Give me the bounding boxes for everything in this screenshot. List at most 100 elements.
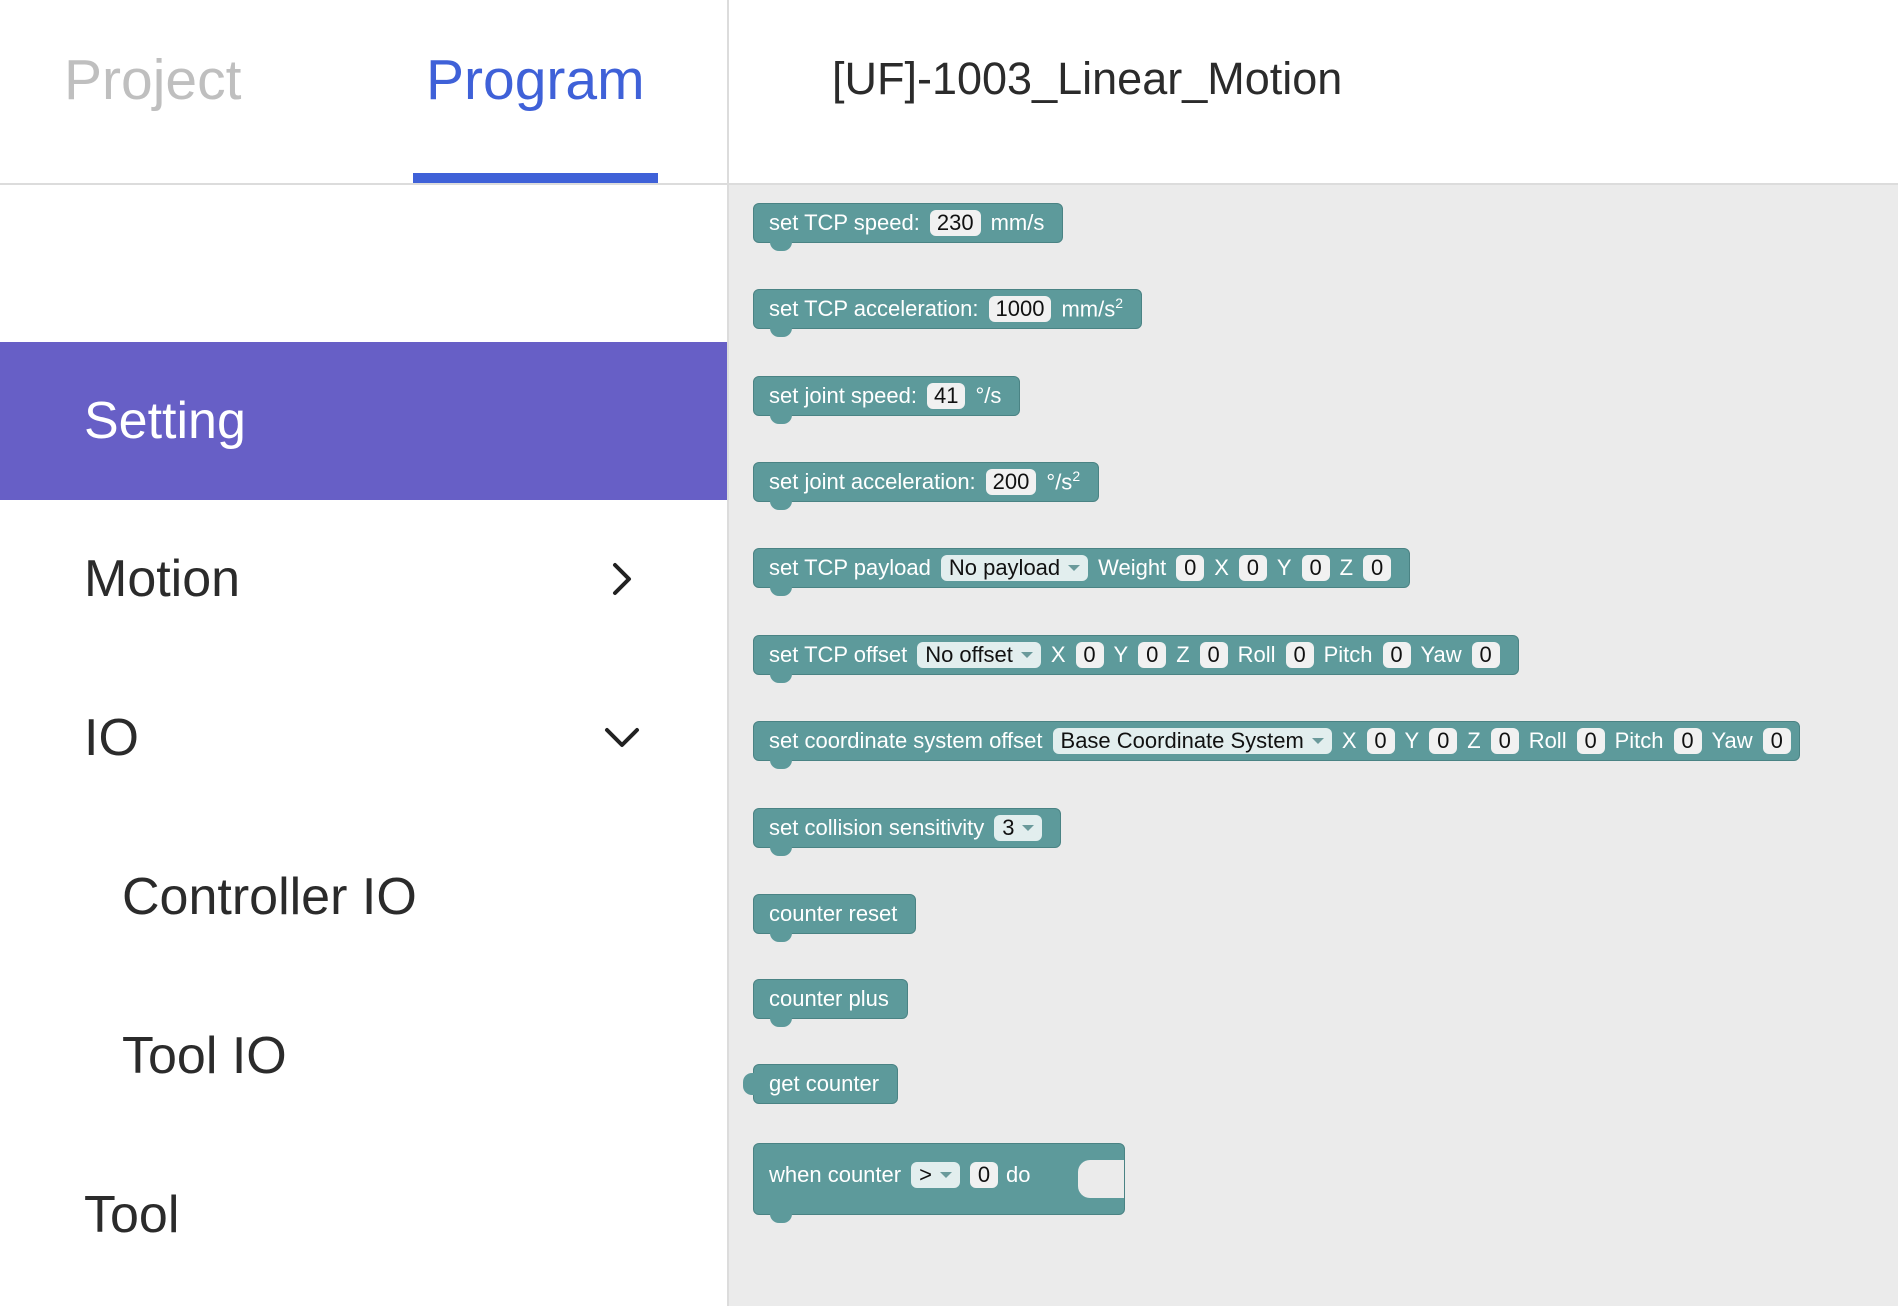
block-set-tcp-speed[interactable]: set TCP speed: 230 mm/s <box>753 203 1064 251</box>
roll-input[interactable]: 0 <box>1285 642 1314 668</box>
x-input[interactable]: 0 <box>1075 642 1104 668</box>
chevron-down-icon[interactable] <box>602 718 642 758</box>
dropdown-arrow-icon <box>1311 738 1324 744</box>
block-get-counter[interactable]: get counter <box>742 1064 899 1104</box>
block-label: set coordinate system offset <box>769 728 1043 753</box>
block-counter-reset[interactable]: counter reset <box>753 894 917 942</box>
dropdown-arrow-icon <box>1068 565 1081 571</box>
dropdown-arrow-icon <box>1020 652 1033 658</box>
counter-value-input[interactable]: 0 <box>969 1162 998 1188</box>
block-label: set collision sensitivity <box>769 815 985 840</box>
block-set-tcp-payload[interactable]: set TCP payload No payload Weight 0 X 0 … <box>753 548 1411 596</box>
field-label: Z <box>1467 728 1481 753</box>
program-title: [UF]-1003_Linear_Motion <box>832 53 1343 104</box>
block-label: set joint acceleration: <box>769 469 976 494</box>
field-label: Z <box>1176 642 1190 667</box>
dropdown-arrow-icon <box>1022 825 1035 831</box>
field-label: Yaw <box>1420 642 1462 667</box>
field-label: Roll <box>1237 642 1276 667</box>
sidebar-item-controller-io[interactable]: Controller IO <box>0 818 727 976</box>
x-input[interactable]: 0 <box>1366 728 1395 754</box>
weight-input[interactable]: 0 <box>1176 555 1205 581</box>
block-when-counter[interactable]: when counter > 0 do <box>753 1143 1125 1223</box>
sidebar-item-label: Tool IO <box>122 1027 287 1085</box>
joint-acceleration-input[interactable]: 200 <box>985 469 1037 495</box>
block-label: set joint speed: <box>769 383 917 408</box>
field-label: Pitch <box>1614 728 1664 753</box>
sidebar-item-label: Controller IO <box>122 868 417 926</box>
tcp-acceleration-input[interactable]: 1000 <box>988 296 1052 322</box>
field-label: Y <box>1276 555 1292 580</box>
joint-speed-input[interactable]: 41 <box>926 383 966 409</box>
sidebar-item-io[interactable]: IO <box>0 659 727 817</box>
unit-label: °/s2 <box>1046 468 1081 495</box>
field-label: X <box>1050 642 1066 667</box>
tab-program[interactable]: Program <box>426 48 645 112</box>
operator-dropdown[interactable]: > <box>911 1162 960 1188</box>
sidebar-item-tool[interactable]: Tool <box>0 1136 727 1294</box>
sidebar-divider <box>727 185 729 1306</box>
block-label: get counter <box>769 1071 880 1096</box>
field-label: X <box>1341 728 1357 753</box>
block-set-joint-acceleration[interactable]: set joint acceleration: 200 °/s2 <box>753 462 1100 510</box>
block-label: when counter <box>769 1162 902 1187</box>
block-set-coordinate-system-offset[interactable]: set coordinate system offset Base Coordi… <box>753 721 1800 769</box>
tcp-speed-input[interactable]: 230 <box>929 210 981 236</box>
yaw-input[interactable]: 0 <box>1762 728 1791 754</box>
payload-dropdown[interactable]: No payload <box>940 555 1089 581</box>
block-label: set TCP payload <box>769 555 931 580</box>
do-label: do <box>1005 1162 1031 1187</box>
y-input[interactable]: 0 <box>1301 555 1330 581</box>
category-sidebar: Setting Motion IO Controller IO Tool IO … <box>0 185 727 1306</box>
y-input[interactable]: 0 <box>1138 642 1167 668</box>
block-label: counter reset <box>769 901 898 926</box>
field-label: Yaw <box>1711 728 1753 753</box>
field-label: Y <box>1113 642 1129 667</box>
sidebar-item-label: Setting <box>84 392 246 450</box>
yaw-input[interactable]: 0 <box>1471 642 1500 668</box>
block-label: set TCP speed: <box>769 210 920 235</box>
pitch-input[interactable]: 0 <box>1382 642 1411 668</box>
field-label: X <box>1214 555 1229 580</box>
sidebar-item-label: Tool <box>84 1186 180 1244</box>
roll-input[interactable]: 0 <box>1576 728 1605 754</box>
sidebar-item-label: IO <box>84 709 139 767</box>
unit-label: °/s <box>975 383 1002 408</box>
field-label: Pitch <box>1323 642 1373 667</box>
dropdown-arrow-icon <box>939 1172 952 1178</box>
field-label: Y <box>1404 728 1420 753</box>
sidebar-item-setting[interactable]: Setting <box>0 342 727 500</box>
block-label: counter plus <box>769 986 889 1011</box>
offset-dropdown[interactable]: No offset <box>917 642 1041 668</box>
block-counter-plus[interactable]: counter plus <box>753 979 908 1027</box>
tab-project[interactable]: Project <box>64 48 242 112</box>
field-label: Weight <box>1098 555 1167 580</box>
block-set-collision-sensitivity[interactable]: set collision sensitivity 3 <box>753 808 1062 856</box>
sidebar-item-label: Motion <box>84 550 241 608</box>
unit-label: mm/s <box>990 210 1045 235</box>
z-input[interactable]: 0 <box>1199 642 1228 668</box>
field-label: Z <box>1339 555 1354 580</box>
coordinate-system-dropdown[interactable]: Base Coordinate System <box>1052 728 1332 754</box>
y-input[interactable]: 0 <box>1429 728 1458 754</box>
field-label: Roll <box>1528 728 1567 753</box>
chevron-right-icon[interactable] <box>602 559 642 599</box>
block-set-tcp-acceleration[interactable]: set TCP acceleration: 1000 mm/s2 <box>753 289 1143 337</box>
block-label: set TCP acceleration: <box>769 296 979 321</box>
z-input[interactable]: 0 <box>1363 555 1392 581</box>
header-divider <box>727 0 729 183</box>
active-tab-indicator <box>413 173 658 183</box>
block-label: set TCP offset <box>769 642 908 667</box>
unit-label: mm/s2 <box>1061 295 1124 322</box>
z-input[interactable]: 0 <box>1490 728 1519 754</box>
block-set-joint-speed[interactable]: set joint speed: 41 °/s <box>753 376 1021 424</box>
sidebar-item-tool-io[interactable]: Tool IO <box>0 977 727 1135</box>
statement-slot[interactable] <box>1078 1160 1124 1198</box>
sensitivity-dropdown[interactable]: 3 <box>994 815 1043 841</box>
block-flyout: set TCP speed: 230 mm/s set TCP accelera… <box>729 185 1898 1306</box>
sidebar-item-motion[interactable]: Motion <box>0 500 727 658</box>
pitch-input[interactable]: 0 <box>1673 728 1702 754</box>
block-set-tcp-offset[interactable]: set TCP offset No offset X 0 Y 0 Z 0 Rol… <box>753 635 1519 683</box>
top-header: Project Program [UF]-1003_Linear_Motion <box>0 0 1898 185</box>
x-input[interactable]: 0 <box>1238 555 1267 581</box>
